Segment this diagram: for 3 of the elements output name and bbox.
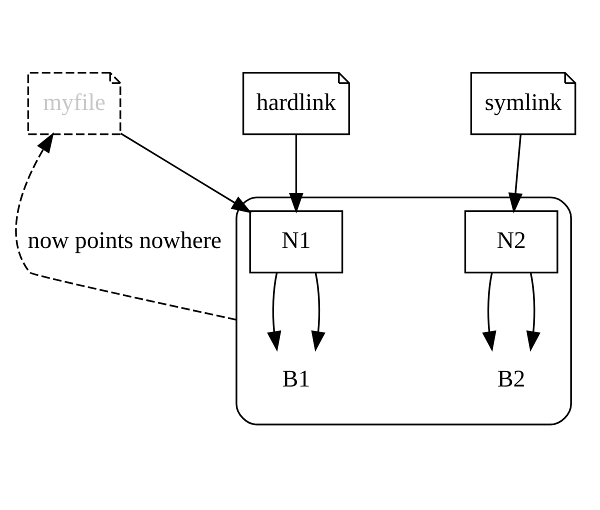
edge-label: now points nowhere [28,228,222,254]
node-text: B1 [282,366,310,392]
node-text: B2 [497,366,526,392]
